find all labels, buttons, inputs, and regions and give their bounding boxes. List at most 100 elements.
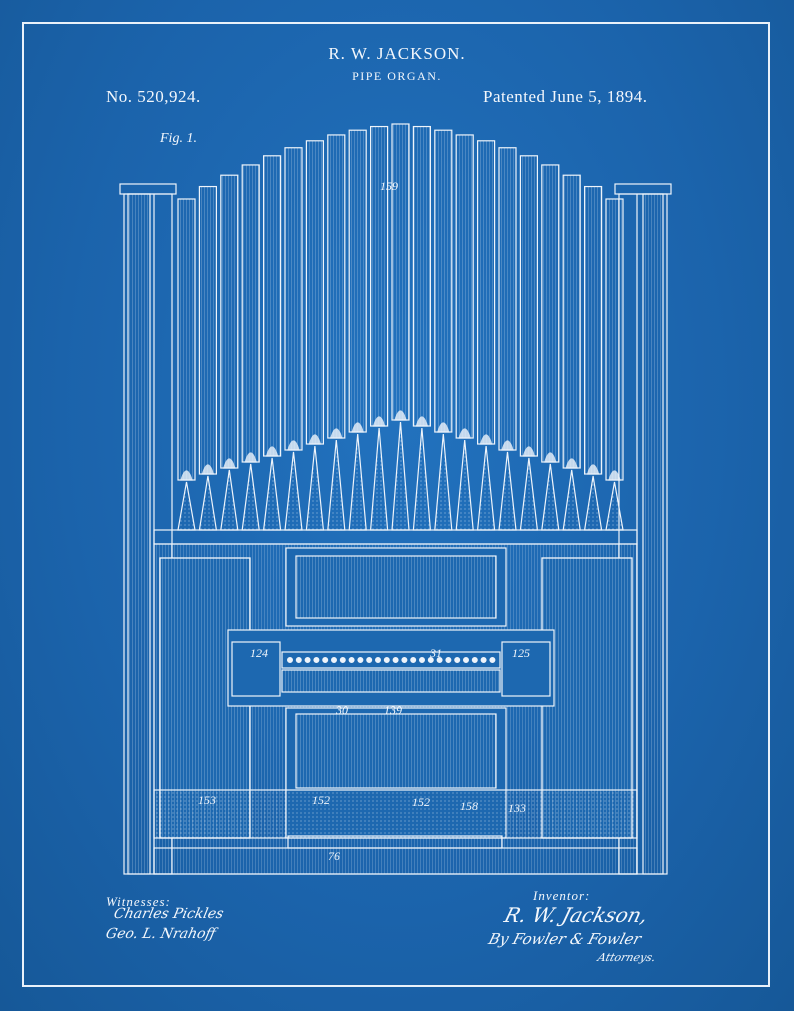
attorneys-label: Attorneys. — [596, 951, 658, 964]
stop-knob — [445, 656, 452, 663]
pipe-foot — [605, 481, 624, 531]
pipe-mouth — [479, 434, 493, 445]
stop-knob — [489, 656, 496, 663]
stop-knobs — [287, 656, 496, 663]
figure-label: Fig. 1. — [160, 131, 197, 146]
pipe-foot — [541, 463, 560, 531]
pipe-mouth — [265, 446, 279, 457]
pipe-foot — [391, 421, 410, 531]
pipe-mouth — [329, 428, 343, 439]
lower-console — [153, 707, 638, 875]
pipe-foot — [369, 427, 389, 531]
inventor-name: R. W. JACKSON. — [328, 44, 466, 63]
stop-knob — [463, 656, 470, 663]
patent-date: Patented June 5, 1894. — [483, 87, 648, 106]
stop-knob — [427, 656, 434, 663]
pipe — [177, 198, 196, 481]
patent-number: No. 520,924. — [106, 87, 201, 106]
pipe — [498, 147, 517, 451]
pipe — [455, 134, 474, 439]
ref-30: 30 — [335, 703, 348, 717]
pipe-foot — [262, 457, 282, 531]
stop-knob — [383, 656, 390, 663]
ref-124: 124 — [250, 646, 268, 660]
pipe — [263, 155, 282, 457]
pipe — [412, 125, 431, 427]
pipe-mouth — [436, 422, 450, 433]
pipe-mouth — [522, 446, 536, 457]
ref-159: 159 — [380, 179, 398, 193]
ref-153: 153 — [198, 793, 216, 807]
stop-knob — [410, 656, 417, 663]
pipe-foot — [412, 427, 432, 531]
pipe — [220, 174, 239, 469]
pipe-mouth — [415, 416, 429, 427]
pipe — [583, 185, 603, 475]
stop-knob — [287, 656, 294, 663]
stop-knob — [295, 656, 302, 663]
pipe-foot — [198, 475, 218, 531]
ref-152b: 152 — [412, 795, 430, 809]
pipe-mouth — [351, 422, 365, 433]
pipe-foot — [476, 445, 496, 531]
witness-signature-1: Charles Pickles — [112, 906, 226, 922]
pipe-mouth — [372, 416, 386, 427]
pipe — [327, 134, 346, 439]
pipe-foot — [177, 481, 196, 531]
pipe — [541, 164, 560, 463]
pipe-mouth — [287, 440, 300, 451]
pipe-mouth — [543, 452, 557, 463]
ref-125: 125 — [512, 646, 530, 660]
pipe-foot — [455, 439, 474, 531]
pipe-mouth — [180, 470, 193, 481]
pipe-foot — [220, 469, 239, 531]
stop-knob — [392, 656, 399, 663]
pipe-mouth — [608, 470, 621, 481]
pipe — [370, 125, 389, 427]
pipe-mouth — [222, 458, 236, 469]
pipe — [198, 185, 217, 475]
pipe-mouth — [244, 452, 258, 463]
stop-knob — [339, 656, 346, 663]
inventor-heading: Inventor: — [533, 888, 591, 903]
stop-knob — [480, 656, 487, 663]
sheet-border — [22, 22, 770, 987]
keyboard — [227, 629, 555, 707]
ref-133: 133 — [508, 801, 526, 815]
pipe-foot — [348, 433, 367, 531]
ref-139: 139 — [384, 703, 402, 717]
pipe-mouth — [458, 428, 472, 439]
pipe-foot — [327, 439, 346, 531]
witnesses-heading: Witnesses: — [106, 894, 171, 909]
ref-158: 158 — [460, 799, 478, 813]
pipe-foot — [498, 451, 517, 531]
witness-signature-2: Geo. L. Nrahoff — [104, 926, 218, 942]
inventor-signature: R. W. Jackson, — [501, 903, 651, 927]
stop-knob — [313, 656, 320, 663]
stop-knob — [454, 656, 461, 663]
stop-knob — [401, 656, 408, 663]
ref-31: 31 — [429, 646, 442, 660]
organ-pipes — [177, 123, 624, 531]
ref-152a: 152 — [312, 793, 330, 807]
pipe — [605, 198, 624, 481]
pipe-foot — [583, 475, 603, 531]
stop-knob — [357, 656, 364, 663]
pipe — [434, 129, 453, 433]
pipe-mouth — [394, 410, 407, 421]
pipe — [305, 140, 324, 445]
pipe — [562, 174, 581, 469]
stop-knob — [366, 656, 373, 663]
stop-knob — [471, 656, 478, 663]
attorney-signature: By Fowler & Fowler — [486, 930, 644, 948]
stop-knob — [322, 656, 329, 663]
pipe-mouth — [565, 458, 579, 469]
pipe-mouth — [586, 464, 600, 475]
stop-knob — [419, 656, 426, 663]
stop-knob — [348, 656, 355, 663]
pipe-foot — [284, 451, 303, 531]
pipe-mouth — [308, 434, 322, 445]
pipe-foot — [519, 457, 539, 531]
